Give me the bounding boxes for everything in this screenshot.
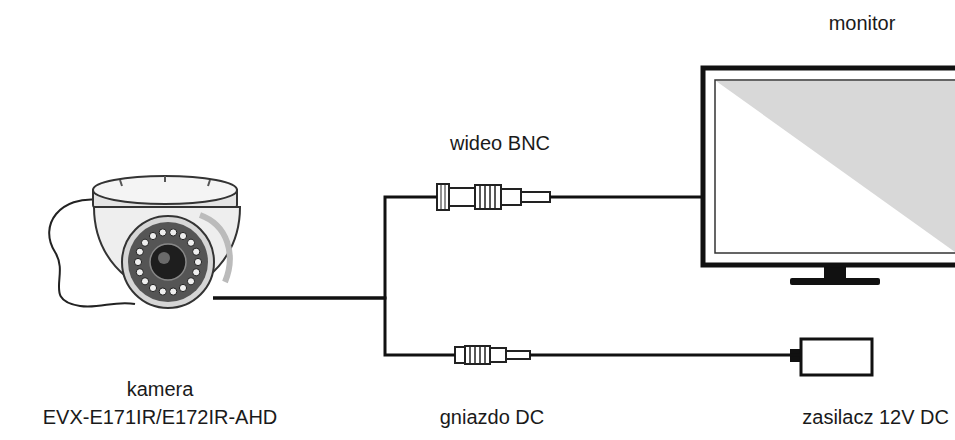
cable-line: [530, 354, 800, 357]
ir-led: [187, 239, 194, 246]
dome-camera: [128, 222, 208, 302]
monitor-drawing: [715, 80, 955, 253]
ir-led: [194, 258, 201, 265]
dome-camera: [93, 176, 237, 204]
dc-plug: [506, 351, 530, 359]
dome-camera: [120, 176, 210, 186]
bnc-connector: [437, 184, 449, 210]
ir-led: [179, 284, 186, 291]
ir-led: [170, 229, 177, 236]
bnc-node: wideo BNC: [437, 183, 550, 212]
device-label: zasilacz 12V DC: [802, 406, 949, 429]
bnc-connector: [480, 185, 495, 209]
ir-led: [136, 248, 143, 255]
ir-led: [136, 269, 143, 276]
ir-led: [141, 239, 148, 246]
bnc-connector: [441, 184, 445, 210]
camera-label: kamera: [127, 378, 194, 401]
ir-led: [170, 288, 177, 295]
ir-led: [159, 288, 166, 295]
dc-socket-node: gniazdo DC: [455, 345, 530, 365]
ir-led: [193, 248, 200, 255]
connector-label: gniazdo DC: [440, 406, 545, 429]
ir-led: [193, 269, 200, 276]
ir-led: [149, 284, 156, 291]
cable-line: [213, 298, 455, 355]
dome-camera: [93, 176, 240, 308]
monitor-drawing: [703, 68, 955, 285]
ir-led: [159, 229, 166, 236]
camera-node: kameraEVX-E171IR/E172IR-AHD: [60, 170, 213, 308]
bnc-connector: [449, 188, 475, 206]
ir-led: [187, 278, 194, 285]
ir-led: [134, 258, 141, 265]
dc-plug: [490, 348, 506, 362]
monitor-drawing: [790, 278, 880, 285]
dc-plug: [455, 347, 465, 363]
dc-plug: [455, 346, 530, 364]
power-supply: [790, 339, 872, 375]
device-label: monitor: [829, 12, 896, 35]
ir-led: [179, 232, 186, 239]
monitor-node: monitor: [701, 66, 955, 267]
monitor-drawing: [716, 81, 955, 252]
cable-line: [550, 196, 701, 199]
cable-line: [213, 197, 437, 298]
power-supply: [801, 339, 872, 375]
power-supply-node: zasilacz 12V DC: [800, 338, 873, 376]
dc-plug: [465, 346, 490, 364]
monitor-drawing: [703, 68, 955, 265]
bnc-connector: [475, 185, 501, 209]
model-label: EVX-E171IR/E172IR-AHD: [43, 406, 278, 429]
dome-camera: [158, 252, 170, 264]
dome-camera: [150, 244, 186, 280]
bnc-connector: [501, 189, 521, 205]
dome-camera: [122, 216, 214, 308]
ir-led: [149, 232, 156, 239]
ir-led: [141, 278, 148, 285]
connector-label: wideo BNC: [450, 132, 550, 155]
dc-plug: [470, 346, 485, 364]
bnc-connector: [437, 184, 550, 210]
ir-led-ring: [134, 229, 201, 295]
bnc-connector: [521, 192, 550, 202]
